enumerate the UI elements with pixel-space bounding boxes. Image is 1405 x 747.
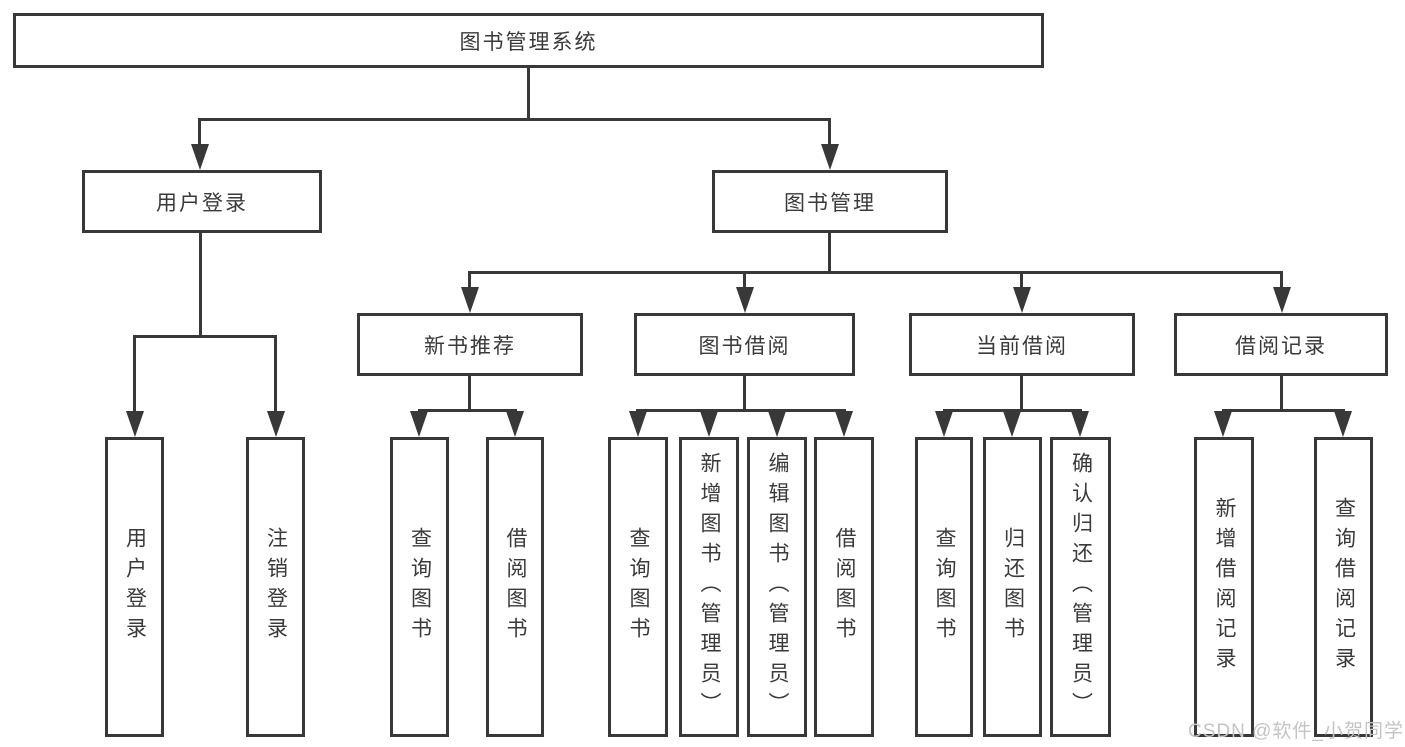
connector-line: [133, 335, 136, 413]
arrowhead-icon: [1273, 287, 1291, 313]
connector-line: [468, 376, 471, 409]
arrowhead-icon: [1214, 411, 1232, 437]
connector-line: [828, 118, 831, 146]
arrowhead-icon: [629, 411, 647, 437]
arrowhead-icon: [935, 411, 953, 437]
arrowhead-icon: [1003, 411, 1021, 437]
connector-line: [527, 68, 530, 118]
connector-line: [743, 271, 746, 291]
connector-line: [468, 271, 1283, 274]
connector-line: [743, 376, 746, 409]
leaf-query-books-2: 查询图书: [608, 437, 668, 737]
connector-line: [274, 335, 277, 413]
connector-line: [1020, 271, 1023, 291]
connector-line: [1280, 376, 1283, 409]
arrowhead-icon: [506, 411, 524, 437]
node-book-borrow: 图书借阅: [634, 313, 855, 376]
arrowhead-icon: [191, 144, 209, 170]
leaf-borrow-books: 借阅图书: [486, 437, 544, 737]
connector-line: [636, 409, 846, 412]
node-user-login: 用户登录: [82, 170, 322, 233]
arrowhead-icon: [1013, 287, 1031, 313]
connector-line: [198, 118, 201, 146]
node-book-management: 图书管理: [712, 170, 948, 233]
arrowhead-icon: [267, 411, 285, 437]
connector-line: [133, 335, 277, 338]
node-new-book-recommend: 新书推荐: [357, 313, 583, 376]
arrowhead-icon: [835, 411, 853, 437]
connector-line: [199, 233, 202, 335]
csdn-watermark: CSDN @软件_小贺同学: [1188, 721, 1404, 742]
arrowhead-icon: [1334, 411, 1352, 437]
leaf-confirm-return-admin: 确认归还（管理员）: [1050, 437, 1111, 737]
leaf-query-books-3: 查询图书: [915, 437, 973, 737]
connector-line: [943, 409, 1082, 412]
connector-line: [418, 409, 517, 412]
arrowhead-icon: [700, 411, 718, 437]
connector-line: [468, 271, 471, 291]
arrowhead-icon: [126, 411, 144, 437]
leaf-query-books: 查询图书: [390, 437, 449, 737]
connector-line: [1222, 409, 1345, 412]
node-current-borrow: 当前借阅: [909, 313, 1135, 376]
arrowhead-icon: [461, 287, 479, 313]
arrowhead-icon: [1071, 411, 1089, 437]
arrowhead-icon: [736, 287, 754, 313]
leaf-edit-book-admin: 编辑图书（管理员）: [747, 437, 807, 737]
arrowhead-icon: [821, 144, 839, 170]
connector-line: [1280, 271, 1283, 291]
leaf-logout: 注销登录: [246, 437, 305, 737]
connector-line: [1020, 376, 1023, 409]
arrowhead-icon: [768, 411, 786, 437]
leaf-borrow-books-2: 借阅图书: [814, 437, 874, 737]
node-borrow-records: 借阅记录: [1174, 313, 1388, 376]
node-root-library-system: 图书管理系统: [13, 13, 1044, 68]
connector-line: [828, 233, 831, 271]
arrowhead-icon: [410, 411, 428, 437]
leaf-user-login: 用户登录: [105, 437, 164, 737]
leaf-add-borrow-record: 新增借阅记录: [1194, 437, 1254, 737]
connector-line: [198, 118, 831, 121]
leaf-query-borrow-record: 查询借阅记录: [1314, 437, 1373, 737]
leaf-add-book-admin: 新增图书（管理员）: [679, 437, 739, 737]
leaf-return-books: 归还图书: [983, 437, 1042, 737]
